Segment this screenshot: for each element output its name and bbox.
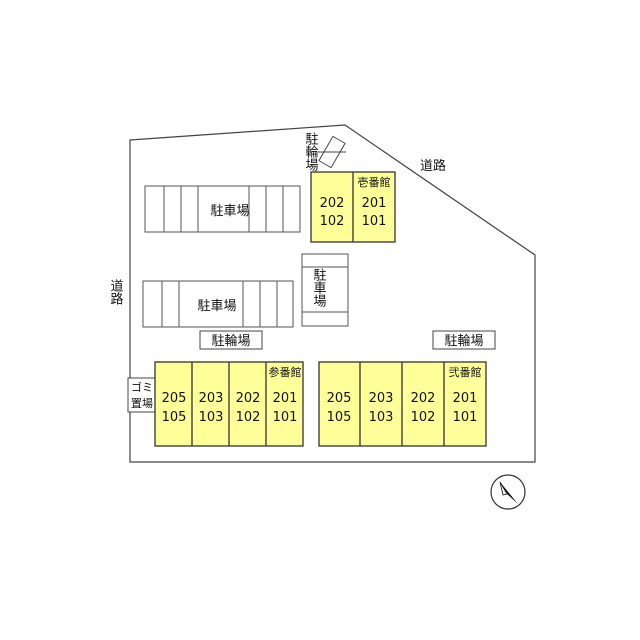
bike-parking-top: 駐輪場: [303, 132, 346, 171]
parking-label-mid: 駐車場: [197, 299, 236, 314]
unit-label: 103: [369, 410, 394, 425]
unit-label: 205: [162, 391, 187, 406]
building-3: 参番館 205 105 203 103 202 102 201 101: [154, 361, 304, 447]
bike-parking-mid: 駐輪場: [199, 330, 263, 350]
north-arrow-icon: [490, 474, 526, 510]
unit-label: 101: [362, 214, 387, 229]
parking-label-vert: 駐車場: [311, 268, 327, 307]
parking-lot-top: 駐車場: [144, 185, 301, 233]
unit-label: 202: [411, 391, 436, 406]
unit-label: 102: [320, 214, 345, 229]
building-2: 弐番館 205 105 203 103 202 102 201 101: [318, 361, 487, 447]
unit-label: 105: [162, 410, 187, 425]
bike-label-right: 駐輪場: [444, 333, 483, 349]
unit-label: 102: [236, 410, 261, 425]
unit-label: 201: [362, 196, 387, 211]
unit-label: 202: [320, 196, 345, 211]
bike-label-mid: 駐輪場: [211, 333, 250, 349]
building-2-name: 弐番館: [449, 365, 482, 379]
road-label-left: 道路: [108, 279, 124, 305]
unit-label: 203: [199, 391, 224, 406]
unit-label: 205: [327, 391, 352, 406]
road-label-right: 道路: [420, 158, 446, 174]
building-3-name: 参番館: [269, 365, 302, 379]
unit-label: 101: [453, 410, 478, 425]
parking-lot-vert: 駐車場: [301, 253, 349, 327]
parking-label-top: 駐車場: [210, 204, 249, 219]
building-1-name: 壱番館: [358, 175, 391, 189]
unit-label: 202: [236, 391, 261, 406]
unit-label: 203: [369, 391, 394, 406]
unit-label: 105: [327, 410, 352, 425]
unit-label: 101: [273, 410, 298, 425]
building-1: 壱番館 202 102 201 101: [310, 171, 396, 243]
bike-label-top: 駐輪場: [303, 132, 319, 171]
unit-label: 201: [273, 391, 298, 406]
parking-lot-mid: 駐車場: [142, 280, 294, 328]
unit-label: 103: [199, 410, 224, 425]
garbage-area: ゴミ 置場: [127, 377, 156, 413]
garbage-label-2: 置場: [131, 397, 153, 410]
unit-label: 102: [411, 410, 436, 425]
unit-label: 201: [453, 391, 478, 406]
bike-parking-right: 駐輪場: [432, 330, 496, 350]
garbage-label-1: ゴミ: [131, 380, 153, 394]
